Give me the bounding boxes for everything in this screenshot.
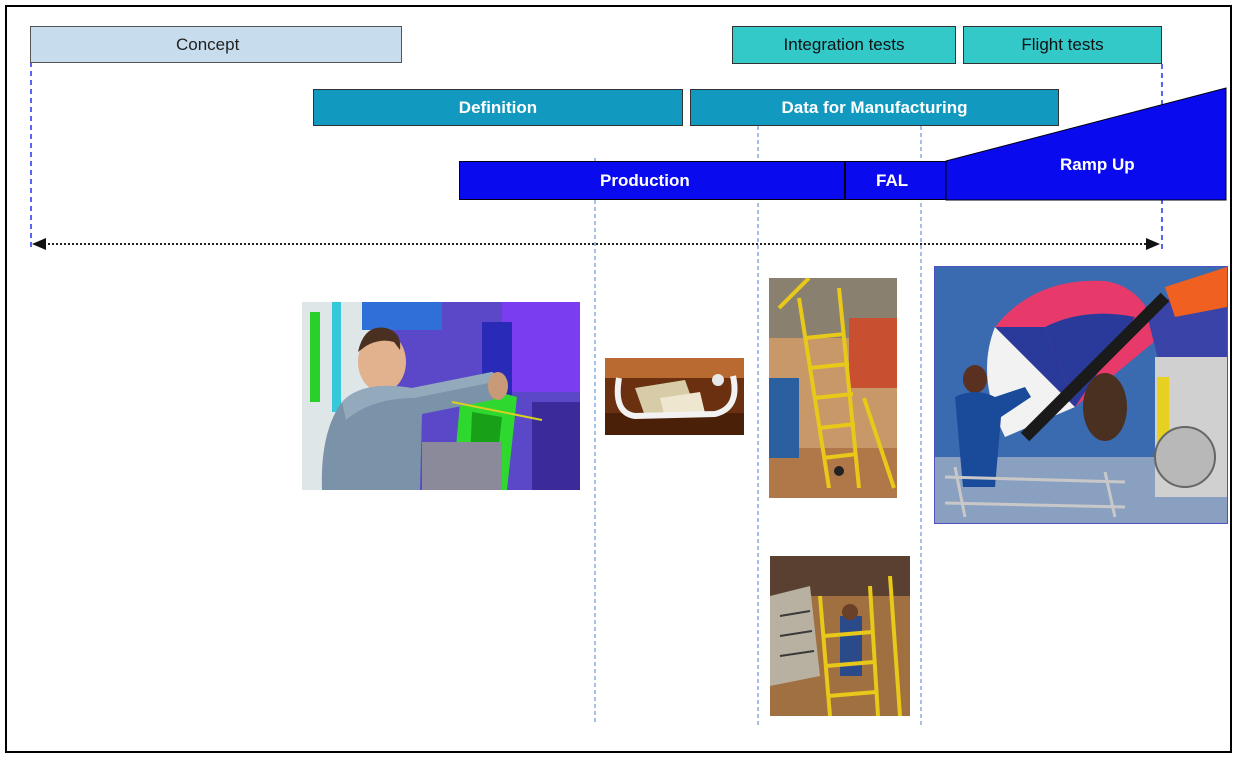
phase-integration-tests: Integration tests [732,26,956,64]
timeline-arrow-left-head [32,238,46,250]
assembly-scaffold-image [769,278,897,498]
cad-ergonomics-image [302,302,580,490]
phase-production: Production [459,161,845,200]
phase-concept: Concept [30,26,402,63]
phase-ramp-up: Ramp Up [1060,155,1135,174]
parts-tray-image [605,358,744,435]
phase-fal: FAL [845,161,946,200]
assembly-ladder-image [770,556,910,716]
phase-definition: Definition [313,89,683,126]
ramp-up-wedge [945,87,1227,201]
engine-inspection-image [934,266,1228,524]
phase-flight-tests: Flight tests [963,26,1162,64]
timeline-arrow-right-head [1146,238,1160,250]
phase-data-for-manufacturing: Data for Manufacturing [690,89,1059,126]
